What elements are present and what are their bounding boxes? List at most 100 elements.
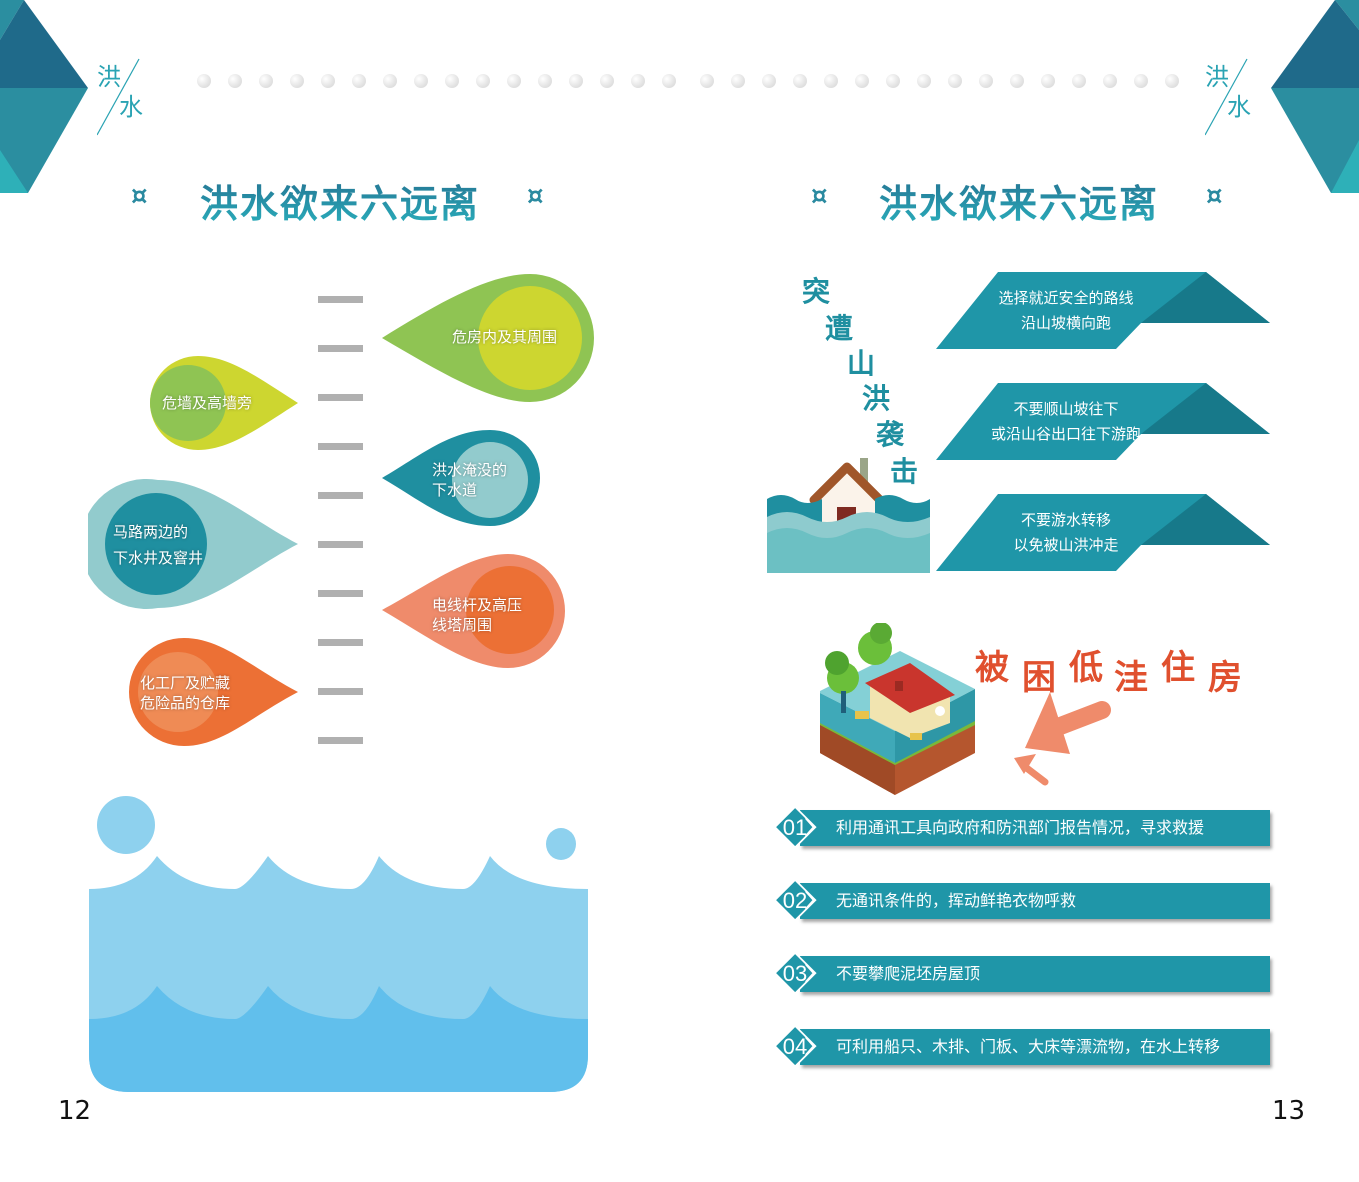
teardrop-shape-right [382, 554, 565, 668]
teardrop-shape-right [382, 274, 594, 402]
drop-label-line1: 马路两边的 [113, 523, 189, 541]
decorative-dot [886, 74, 900, 88]
step-text: 不要攀爬泥坯房屋顶 [836, 964, 981, 983]
decorative-dot [321, 74, 335, 88]
drop-label-line1: 化工厂及贮藏 [140, 674, 231, 692]
step-bar [800, 1029, 1270, 1065]
logo-char-1: 洪 [97, 63, 121, 91]
decorative-dot [631, 74, 645, 88]
water-waves-illustration [89, 796, 588, 1092]
drop-label-line2: 危险品的仓库 [140, 694, 231, 712]
trapped-heading-char: 被 [975, 648, 1009, 688]
step-text: 可利用船只、木排、门板、大床等漂流物，在水上转移 [836, 1037, 1221, 1056]
rescue-step-item: 01 利用通讯工具向政府和防汛部门报告情况，寻求救援 [772, 806, 1272, 854]
decorative-dot [476, 74, 490, 88]
decorative-dot [383, 74, 397, 88]
logo-flood-left: 洪 水 [97, 57, 157, 137]
decorative-dot [662, 74, 676, 88]
step-number: 01 [782, 815, 808, 840]
banner-line2: 以免被山洪冲走 [1013, 536, 1119, 554]
drop-label-line2: 下水道 [432, 481, 478, 499]
tick-mark [318, 345, 363, 352]
banner-line1: 不要顺山坡往下 [1013, 400, 1119, 418]
logo-char-2: 水 [119, 93, 143, 121]
step-bar [800, 956, 1270, 992]
decorative-dot [228, 74, 242, 88]
logo-char-2: 水 [1227, 93, 1251, 121]
banner-ribbon-shape [936, 272, 1270, 349]
decorative-dot [917, 74, 931, 88]
step-text: 无通讯条件的，挥动鲜艳衣物呼救 [836, 891, 1077, 910]
tick-mark [318, 688, 363, 695]
pointing-arrow-icon [1014, 692, 1111, 786]
logo-flood-right: 洪 水 [1205, 57, 1265, 137]
decorative-dot [979, 74, 993, 88]
decorative-dot [1134, 74, 1148, 88]
logo-char-1: 洪 [1205, 63, 1229, 91]
decorative-dot [445, 74, 459, 88]
isometric-flooded-house-illustration [820, 623, 975, 795]
trapped-heading-char: 房 [1208, 658, 1242, 698]
escape-tip-banner: 不要游水转移以免被山洪冲走 [936, 494, 1270, 572]
vertical-heading-char: 袭 [876, 418, 905, 451]
banner-line1: 选择就近安全的路线 [998, 289, 1134, 307]
decorative-dot [538, 74, 552, 88]
trapped-heading-char: 洼 [1114, 658, 1148, 698]
decorative-dot [1165, 74, 1179, 88]
banner-ribbon-shape [936, 383, 1270, 460]
decorative-dot [569, 74, 583, 88]
page-title-right: 洪水欲来六远离 [879, 173, 1159, 228]
decorative-dot [259, 74, 273, 88]
step-diamond-badge [774, 806, 817, 849]
drop-dangerous-wall: 危墙及高墙旁 [140, 354, 300, 452]
decorative-dot [948, 74, 962, 88]
title-ornament-icon: ¤ [131, 181, 148, 211]
vertical-heading-char: 击 [890, 455, 919, 488]
drop-label-line1: 电线杆及高压 [432, 596, 523, 614]
drop-label: 危墙及高墙旁 [162, 394, 253, 412]
decorative-dot [197, 74, 211, 88]
decorative-dot [762, 74, 776, 88]
decorative-dot [793, 74, 807, 88]
drop-power-pole: 电线杆及高压 线塔周围 [380, 552, 566, 670]
banner-line1: 不要游水转移 [1020, 511, 1111, 529]
vertical-heading-char: 遭 [825, 312, 854, 345]
teardrop-shape-left [80, 479, 298, 609]
drop-label: 危房内及其周围 [452, 328, 558, 346]
decorative-dot [290, 74, 304, 88]
decorative-dot [1041, 74, 1055, 88]
step-text: 利用通讯工具向政府和防汛部门报告情况，寻求救援 [836, 818, 1205, 837]
drop-label-line1: 洪水淹没的 [432, 461, 508, 479]
corner-hexagon-right [1271, 0, 1359, 193]
escape-tip-banner: 不要顺山坡往下或沿山谷出口往下游跑 [936, 383, 1270, 461]
page-title-left: 洪水欲来六远离 [200, 173, 480, 228]
tick-mark [318, 541, 363, 548]
tick-mark [318, 590, 363, 597]
step-diamond-badge [774, 1025, 817, 1068]
trapped-heading-char: 困 [1022, 658, 1056, 698]
escape-tip-banner: 选择就近安全的路线沿山坡横向跑 [936, 272, 1270, 350]
vertical-heading-char: 突 [802, 275, 831, 308]
decorative-dot [507, 74, 521, 88]
tick-mark [318, 394, 363, 401]
decorative-dot [731, 74, 745, 88]
drop-label-line2: 下水井及窨井 [113, 549, 204, 567]
tick-mark [318, 296, 363, 303]
page-number-right: 13 [1272, 1096, 1306, 1126]
title-ornament-icon: ¤ [1206, 181, 1223, 211]
step-bar [800, 883, 1270, 919]
decorative-dot [1010, 74, 1024, 88]
rescue-step-item: 04 可利用船只、木排、门板、大床等漂流物，在水上转移 [772, 1025, 1272, 1073]
step-diamond-badge [774, 952, 817, 995]
step-number: 04 [782, 1034, 808, 1059]
decorative-dot [1103, 74, 1117, 88]
tick-mark [318, 639, 363, 646]
tick-mark [318, 443, 363, 450]
drop-chemical-plant: 化工厂及贮藏 危险品的仓库 [122, 636, 300, 748]
banner-line2: 沿山坡横向跑 [1020, 314, 1111, 332]
vertical-heading-char: 洪 [862, 382, 891, 415]
drop-roadside-manhole: 马路两边的 下水井及窨井 [80, 478, 300, 610]
decorative-dot [600, 74, 614, 88]
